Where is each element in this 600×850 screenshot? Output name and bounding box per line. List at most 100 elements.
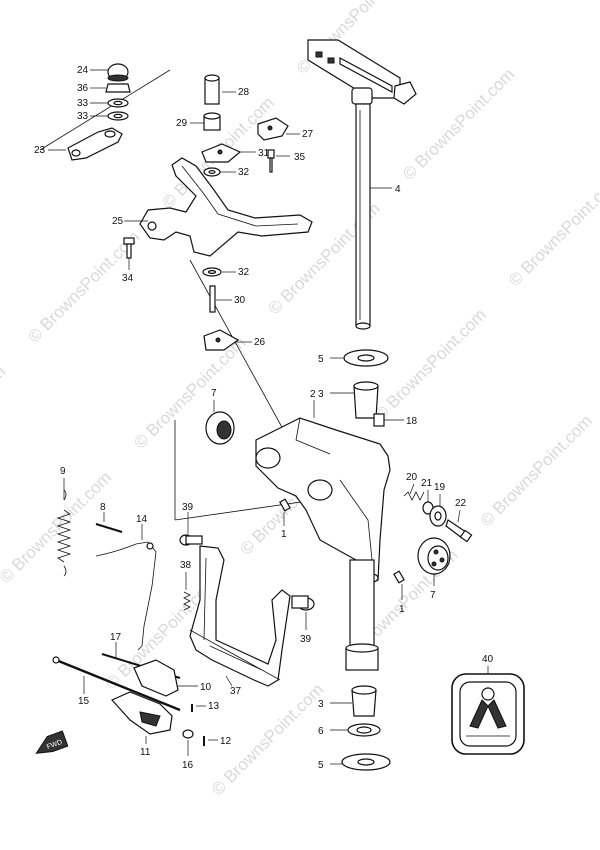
callout-3: 3 bbox=[318, 389, 324, 400]
callout-7: 7 bbox=[211, 388, 217, 399]
watermark-text: © BrownsPoint.com bbox=[0, 468, 115, 587]
callout-30: 30 bbox=[234, 295, 246, 306]
part-33-washer bbox=[107, 98, 129, 108]
part-7-bushing bbox=[205, 411, 235, 445]
watermark-text: © BrownsPoint.com bbox=[399, 65, 518, 184]
callout-labels: 24 36 33 33 23 28 29 27 31 35 32 25 34 3… bbox=[34, 65, 494, 771]
callout-38: 38 bbox=[180, 560, 192, 571]
part-5-washer-b bbox=[341, 753, 391, 771]
callout-16: 16 bbox=[182, 760, 194, 771]
callout-5: 5 bbox=[318, 354, 324, 365]
callout-34: 34 bbox=[122, 273, 134, 284]
callout-9: 9 bbox=[60, 466, 66, 477]
part-35-screw bbox=[267, 149, 275, 173]
watermark-text: © BrownsPoint.com bbox=[505, 171, 600, 290]
reference-line bbox=[174, 499, 316, 521]
part-1-screw-b bbox=[393, 570, 405, 584]
callout-37: 37 bbox=[230, 686, 242, 697]
part-32-washer bbox=[203, 167, 221, 177]
callout-10: 10 bbox=[200, 682, 212, 693]
part-24-cap bbox=[107, 63, 129, 82]
callout-39: 39 bbox=[300, 634, 312, 645]
callout-12: 12 bbox=[220, 736, 232, 747]
part-10-bracket bbox=[133, 659, 179, 697]
part-36-nut bbox=[105, 83, 131, 93]
callout-22: 22 bbox=[455, 498, 467, 509]
part-25-bracket bbox=[139, 157, 313, 257]
callout-31: 31 bbox=[258, 148, 270, 159]
callout-36: 36 bbox=[77, 83, 89, 94]
watermark-text: © BrownsPoint.com bbox=[0, 362, 9, 481]
part-2-swivel-case bbox=[255, 417, 391, 587]
callout-26: 26 bbox=[254, 337, 266, 348]
callout-5: 5 bbox=[318, 760, 324, 771]
callout-33: 33 bbox=[77, 111, 89, 122]
part-20-spring bbox=[403, 491, 425, 501]
part-22-bolt bbox=[445, 519, 473, 543]
callout-1: 1 bbox=[281, 529, 287, 540]
callout-39: 39 bbox=[182, 502, 194, 513]
part-29-bushing bbox=[203, 112, 221, 131]
callout-1: 1 bbox=[399, 604, 405, 615]
watermark-text: © BrownsPoint.com bbox=[477, 411, 596, 530]
part-30-pin bbox=[209, 285, 216, 313]
part-37-tilt-lock bbox=[189, 545, 291, 687]
callout-21: 21 bbox=[421, 478, 433, 489]
callout-25: 25 bbox=[112, 216, 124, 227]
part-18-insert bbox=[373, 413, 385, 427]
callout-40: 40 bbox=[482, 654, 494, 665]
part-38-spring bbox=[183, 591, 191, 611]
callout-13: 13 bbox=[208, 701, 220, 712]
part-32-washer-b bbox=[202, 267, 222, 277]
callout-15: 15 bbox=[78, 696, 90, 707]
part-3-bushing bbox=[353, 381, 379, 419]
part-23-lever bbox=[67, 127, 123, 161]
part-5-washer bbox=[343, 349, 389, 367]
part-27-clip bbox=[257, 117, 289, 141]
part-34-bolt bbox=[123, 237, 135, 259]
callout-28: 28 bbox=[238, 87, 250, 98]
callout-18: 18 bbox=[406, 416, 418, 427]
part-6-bushing bbox=[347, 723, 381, 737]
callout-24: 24 bbox=[77, 65, 89, 76]
part-4-steering-bracket bbox=[307, 39, 417, 330]
callout-33: 33 bbox=[77, 98, 89, 109]
callout-23: 23 bbox=[34, 145, 46, 156]
reference-line bbox=[39, 69, 171, 151]
part-31-plate bbox=[201, 143, 242, 163]
callout-14: 14 bbox=[136, 514, 148, 525]
callout-27: 27 bbox=[302, 129, 314, 140]
callout-20: 20 bbox=[406, 472, 418, 483]
part-19-washer bbox=[429, 505, 447, 527]
part-39-bolt bbox=[179, 534, 203, 546]
part-16-washer bbox=[182, 729, 194, 739]
part-26-plate bbox=[203, 329, 240, 351]
part-15-rod bbox=[52, 656, 181, 712]
callout-7: 7 bbox=[430, 590, 436, 601]
part-3-bushing-b bbox=[351, 685, 377, 717]
callout-6: 6 bbox=[318, 726, 324, 737]
watermark-text: © BrownsPoint.com bbox=[371, 305, 490, 424]
part-1-screw bbox=[279, 498, 291, 512]
callout-29: 29 bbox=[176, 118, 188, 129]
callout-8: 8 bbox=[100, 502, 106, 513]
callout-4: 4 bbox=[395, 184, 401, 195]
callout-17: 17 bbox=[110, 632, 122, 643]
part-11-lever bbox=[111, 691, 173, 735]
part-swivel-tube-lower bbox=[345, 559, 379, 671]
callout-35: 35 bbox=[294, 152, 306, 163]
part-7-knob bbox=[417, 537, 451, 575]
callout-2: 2 bbox=[310, 389, 316, 400]
part-8-pin bbox=[95, 523, 123, 533]
part-33-washer-b bbox=[107, 111, 129, 121]
part-39-bolt-b bbox=[291, 595, 315, 611]
part-9-spring bbox=[56, 489, 72, 577]
leader-lines bbox=[48, 69, 489, 765]
callout-32: 32 bbox=[238, 267, 250, 278]
fwd-arrow-icon: FWD bbox=[35, 730, 69, 754]
callout-32: 32 bbox=[238, 167, 250, 178]
part-40-warning-label bbox=[451, 673, 525, 755]
callout-3: 3 bbox=[318, 699, 324, 710]
callout-11: 11 bbox=[140, 747, 151, 758]
